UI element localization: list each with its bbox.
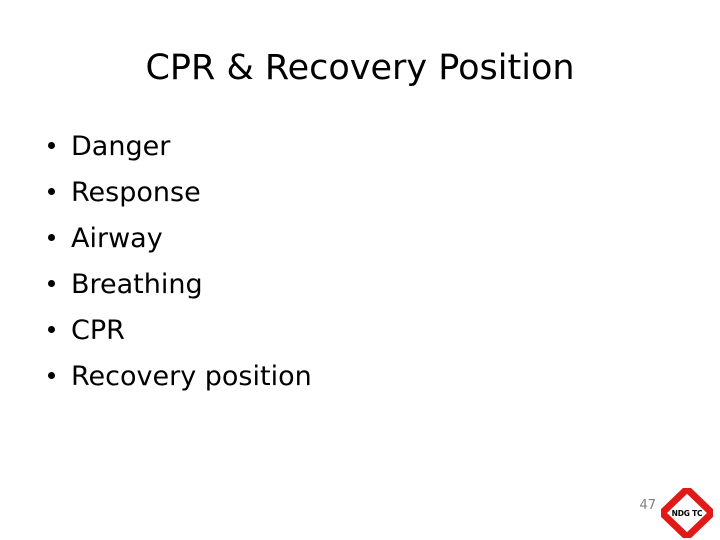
diamond-icon: [661, 488, 713, 538]
list-item: Danger: [36, 128, 656, 174]
list-item-label: Breathing: [71, 269, 203, 300]
page-number: 47: [639, 498, 656, 513]
list-item: Airway: [36, 220, 656, 266]
list-item: Response: [36, 174, 656, 220]
list-item: Recovery position: [36, 358, 656, 404]
bullet-dot-icon: [48, 142, 55, 149]
list-item-label: CPR: [71, 315, 125, 346]
list-item: CPR: [36, 312, 656, 358]
page-title: CPR & Recovery Position: [145, 48, 575, 88]
bullet-dot-icon: [48, 234, 55, 241]
bullet-dot-icon: [48, 188, 55, 195]
bullet-dot-icon: [48, 372, 55, 379]
list-item-label: Danger: [71, 131, 171, 162]
bullet-list: Danger Response Airway Breathing CPR Rec…: [36, 128, 656, 404]
bullet-dot-icon: [48, 280, 55, 287]
list-item-label: Response: [71, 177, 201, 208]
list-item-label: Airway: [71, 223, 163, 254]
list-item: Breathing: [36, 266, 656, 312]
bullet-dot-icon: [48, 326, 55, 333]
list-item-label: Recovery position: [71, 361, 312, 392]
ndgtc-diamond-logo: NDG TC: [661, 488, 713, 538]
